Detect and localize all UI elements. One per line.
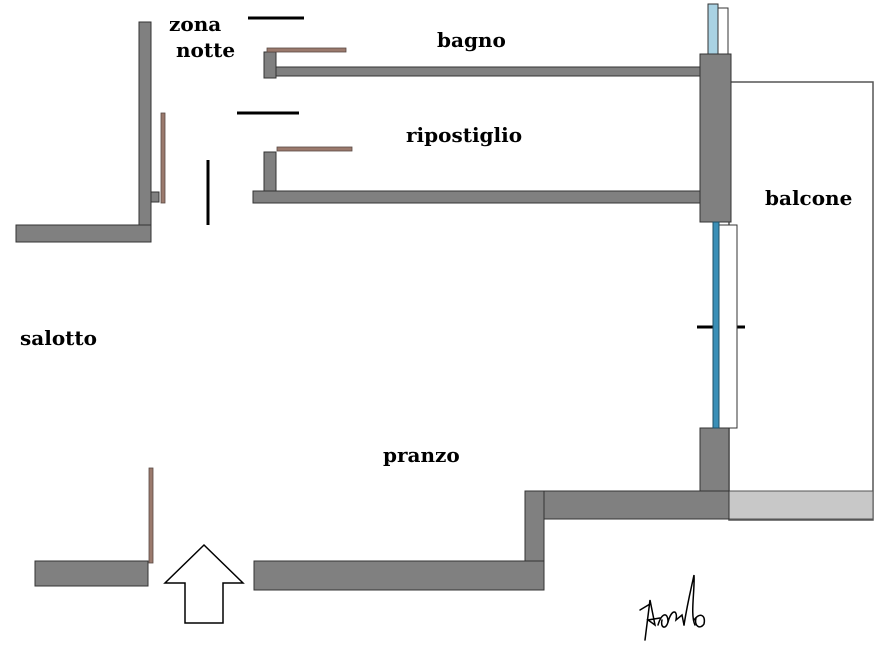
entrance-arrow-icon [163,543,245,624]
door-ripostiglio [276,146,353,152]
room-label-bagno: bagno [437,28,506,52]
room-label-ripostiglio: ripostiglio [406,123,523,147]
wall-bottom-left [34,560,149,587]
balcony-door-glass [712,221,720,429]
balcony-floor [728,490,874,520]
wall-ripostiglio-bottom [252,190,702,204]
wall-ripostiglio-jamb [263,151,277,195]
wall-bagno-bottom [275,66,702,77]
wall-stub [150,191,160,203]
wall-right-upper [699,53,732,223]
door-entrance [148,467,154,564]
balcony-door-frame [718,224,738,429]
wall-pranzo-step-top [524,490,730,520]
wall-bottom-main [253,560,545,591]
wall-bagno-jamb [263,51,277,79]
door-bagno [266,47,347,53]
room-label-salotto: salotto [20,326,97,350]
wall-zona-notte-vertical [138,21,152,241]
balcony-outline [728,81,874,521]
signature [639,574,706,641]
window-top-pane-white [717,7,729,55]
room-label-balcone: balcone [765,186,853,210]
door-zona-notte [160,112,166,204]
window-top-pane-blue [707,3,719,55]
wall-salotto-top [15,224,152,243]
room-label-zona-notte-line1: zona [169,12,222,36]
room-label-zona-notte-line2: notte [176,38,236,62]
room-label-pranzo: pranzo [383,443,460,467]
